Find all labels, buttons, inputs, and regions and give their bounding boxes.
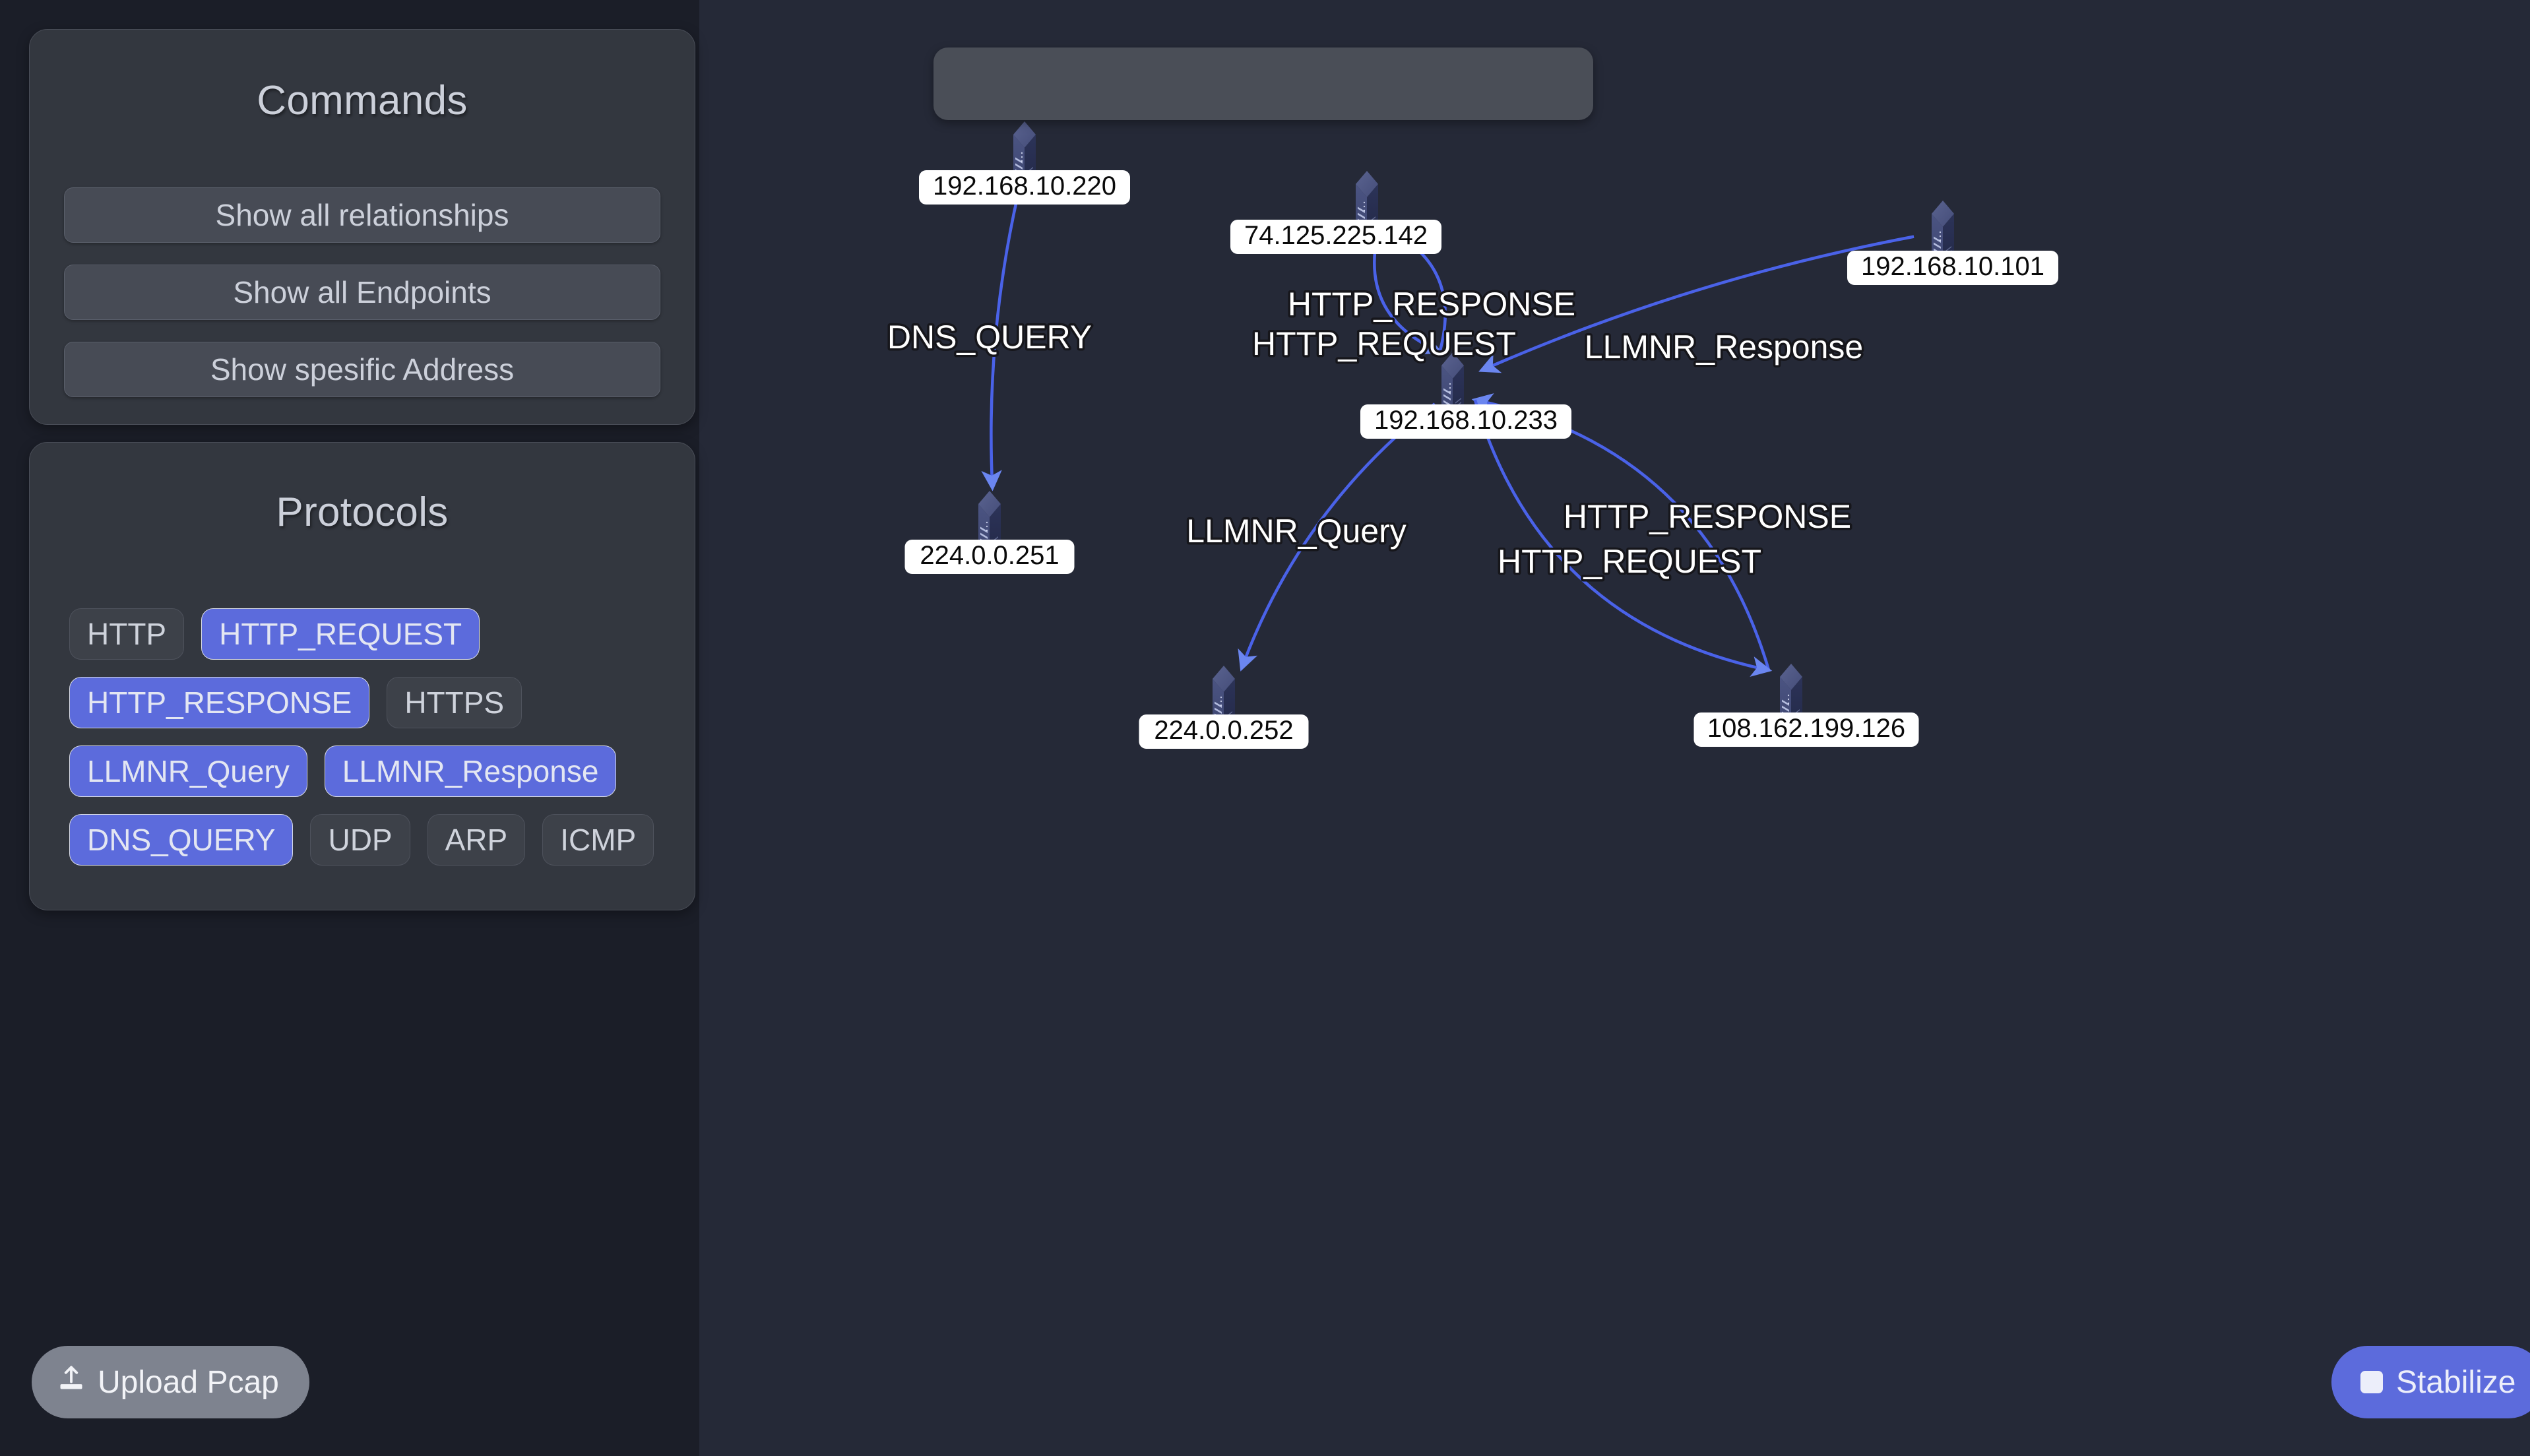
edge-label: HTTP_RESPONSE <box>1288 286 1575 323</box>
edge-label: HTTP_REQUEST <box>1252 325 1516 362</box>
node-label-text: 74.125.225.142 <box>1244 221 1428 250</box>
protocol-tag-http_response[interactable]: HTTP_RESPONSE <box>69 677 370 728</box>
protocol-tag-http_request[interactable]: HTTP_REQUEST <box>201 608 480 660</box>
node-label-text: 192.168.10.101 <box>1861 252 2044 281</box>
stabilize-button[interactable]: Stabilize <box>2331 1346 2530 1418</box>
graph-node-labels-layer: 192.168.10.220 224.0.0.251 74.125.225.142 1… <box>904 170 2058 749</box>
node-label: 224.0.0.252 <box>1139 714 1309 749</box>
command-button-1[interactable]: Show all Endpoints <box>64 265 660 320</box>
commands-panel-title: Commands <box>257 78 468 123</box>
upload-pcap-button[interactable]: Upload Pcap <box>32 1346 309 1418</box>
node-label: 74.125.225.142 <box>1230 220 1441 254</box>
node-label-text: 192.168.10.220 <box>933 172 1116 201</box>
protocol-tag-http[interactable]: HTTP <box>69 608 185 660</box>
node-label-text: 224.0.0.251 <box>920 541 1059 570</box>
graph-edge[interactable] <box>981 178 1023 491</box>
protocol-tag-arp[interactable]: ARP <box>427 814 526 866</box>
command-button-2[interactable]: Show spesific Address <box>64 342 660 397</box>
edge-label: HTTP_RESPONSE <box>1564 498 1851 535</box>
stop-square-icon <box>2360 1371 2383 1393</box>
node-label: 192.168.10.220 <box>919 170 1130 205</box>
upload-pcap-label: Upload Pcap <box>98 1364 279 1400</box>
protocol-tag-dns_query[interactable]: DNS_QUERY <box>69 814 294 866</box>
edge-label: LLMNR_Response <box>1585 329 1863 365</box>
protocol-tag-icmp[interactable]: ICMP <box>542 814 654 866</box>
protocol-filter-list: HTTP HTTP_REQUEST HTTP_RESPONSE HTTPS LLMNR_… <box>69 608 666 866</box>
node-label: 192.168.10.233 <box>1360 404 1571 439</box>
node-label-text: 108.162.199.126 <box>1707 714 1905 743</box>
node-label: 108.162.199.126 <box>1693 712 1919 747</box>
edge-label: HTTP_REQUEST <box>1498 543 1761 580</box>
protocol-tag-udp[interactable]: UDP <box>310 814 410 866</box>
upload-icon <box>57 1364 86 1401</box>
graph-edge[interactable] <box>1471 393 1771 671</box>
protocol-tag-llmnr_response[interactable]: LLMNR_Response <box>324 745 617 797</box>
edge-label: DNS_QUERY <box>887 319 1092 356</box>
command-button-0[interactable]: Show all relationships <box>64 187 660 243</box>
protocols-panel-title: Protocols <box>276 490 449 535</box>
command-button-label: Show spesific Address <box>210 352 515 387</box>
node-label: 192.168.10.101 <box>1847 251 2058 285</box>
command-button-label: Show all relationships <box>215 198 509 232</box>
stabilize-label: Stabilize <box>2396 1364 2516 1400</box>
node-label-text: 224.0.0.252 <box>1154 716 1293 745</box>
search-input[interactable] <box>933 47 1593 120</box>
node-label: 224.0.0.251 <box>904 540 1075 574</box>
protocol-tag-llmnr_query[interactable]: LLMNR_Query <box>69 745 307 797</box>
graph-edge[interactable] <box>1473 399 1773 677</box>
node-label-text: 192.168.10.233 <box>1374 406 1558 435</box>
edge-label: LLMNR_Query <box>1186 513 1406 550</box>
command-button-label: Show all Endpoints <box>233 275 491 309</box>
graph-edge[interactable] <box>1478 235 1914 373</box>
protocol-tag-https[interactable]: HTTPS <box>387 677 522 728</box>
